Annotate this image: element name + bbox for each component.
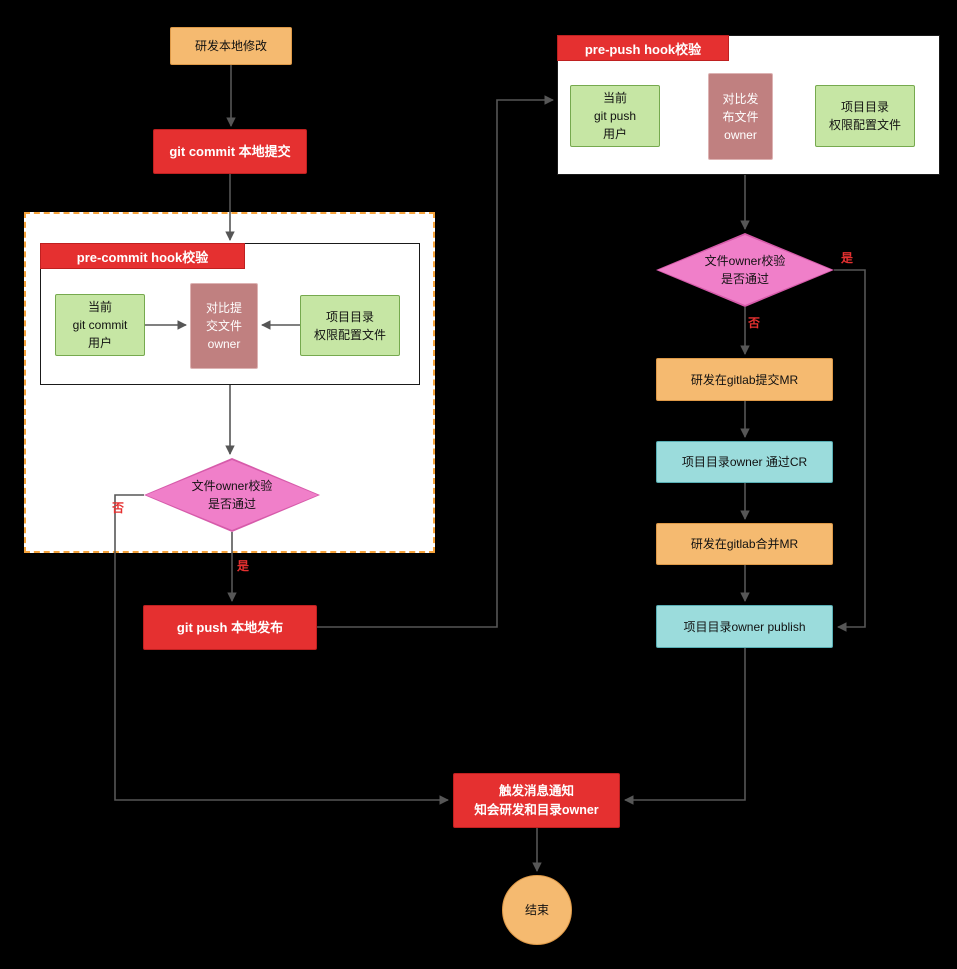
node-end: 结束 [502,875,572,945]
pre-commit-hook-title: pre-commit hook校验 [40,243,245,269]
node-git-push: git push 本地发布 [143,605,317,650]
diamond-push-owner-check: 文件owner校验 是否通过 [656,233,834,307]
node-owner-publish: 项目目录owner publish [656,605,833,648]
node-submit-mr: 研发在gitlab提交MR [656,358,833,401]
edge-label-push-no: 否 [748,316,761,330]
node-git-commit: git commit 本地提交 [153,129,307,174]
node-owner-cr: 项目目录owner 通过CR [656,441,833,483]
diamond-commit-owner-check-label: 文件owner校验 是否通过 [191,479,273,511]
node-current-commit-user: 当前 git commit 用户 [55,294,145,356]
node-dev-local-change: 研发本地修改 [170,27,292,65]
node-compare-publish-file-owner: 对比发 布文件 owner [708,73,773,160]
node-merge-mr: 研发在gitlab合并MR [656,523,833,565]
edge-label-commit-no: 否 [112,501,125,515]
node-notify-message: 触发消息通知 知会研发和目录owner [453,773,620,828]
node-compare-commit-file-owner: 对比提 交文件 owner [190,283,258,369]
edge-label-commit-yes: 是 [237,559,250,573]
node-commit-project-permission-config: 项目目录 权限配置文件 [300,295,400,356]
pre-push-hook-title: pre-push hook校验 [557,35,729,61]
diamond-commit-owner-check: 文件owner校验 是否通过 [144,458,320,532]
diamond-push-owner-check-label: 文件owner校验 是否通过 [704,254,786,286]
node-current-push-user: 当前 git push 用户 [570,85,660,147]
node-push-project-permission-config: 项目目录 权限配置文件 [815,85,915,147]
edge-label-push-yes: 是 [841,251,854,265]
